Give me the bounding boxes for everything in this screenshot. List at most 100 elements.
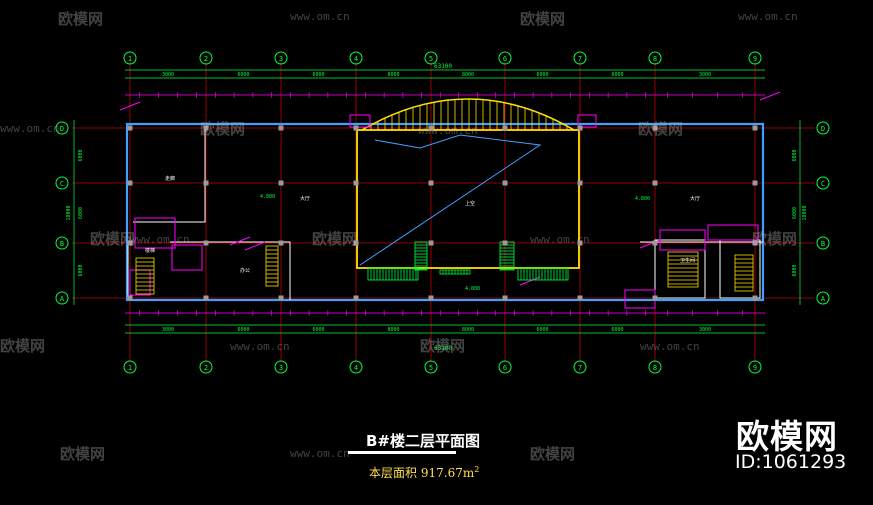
axis-bubble-label: 7 — [578, 55, 582, 63]
axis-bubble — [123, 51, 137, 65]
column-dot — [278, 180, 284, 186]
column-dot — [428, 180, 434, 186]
watermark-url: www.om.cn — [530, 233, 590, 246]
leader-line — [229, 236, 251, 246]
hall-steps — [367, 241, 569, 281]
dimension-value: 6000 — [611, 327, 623, 333]
column-dot — [577, 295, 583, 301]
axis-bubble-label: 5 — [429, 364, 433, 372]
column-dot — [752, 295, 758, 301]
axis-bubble-label: A — [821, 295, 826, 303]
column-dot — [502, 125, 508, 131]
axis-bubble-label: A — [60, 295, 65, 303]
column-dot — [353, 240, 359, 246]
column-dot — [127, 240, 133, 246]
column-dot — [278, 125, 284, 131]
leader-line — [519, 276, 541, 286]
stair-frame — [667, 251, 699, 288]
dimension-value: 6000 — [237, 327, 249, 333]
dimension-value: 6000 — [78, 264, 84, 276]
axis-bubble — [55, 236, 69, 250]
axis-bubble-label: C — [821, 180, 825, 188]
leader-line — [759, 91, 781, 101]
axis-bubble — [816, 176, 830, 190]
room-label: 走廊 — [165, 175, 175, 182]
ramp-line — [359, 134, 542, 266]
watermark-logo: 欧模网 — [312, 230, 358, 248]
leader-line — [244, 241, 266, 251]
column-dot — [127, 125, 133, 131]
watermark-url: www.om.cn — [130, 233, 190, 246]
room-label: 楼梯 — [145, 247, 155, 254]
axis-bubble — [748, 360, 762, 374]
column-dot — [502, 180, 508, 186]
dimension-value: 6000 — [78, 207, 84, 219]
column-dot — [203, 240, 209, 246]
room-label: 卫生间 — [680, 257, 695, 264]
axis-bubble — [123, 360, 137, 374]
detail-block — [577, 114, 597, 128]
watermark-logo: 欧模网 — [200, 120, 246, 138]
column-dot — [577, 180, 583, 186]
elevation-label: 4.800 — [635, 196, 650, 202]
elevation-label: 4.800 — [260, 194, 275, 200]
axis-bubble — [573, 51, 587, 65]
floor-area-unit: 2 — [474, 465, 480, 474]
dimension-value: 6000 — [792, 207, 798, 219]
axis-bubble — [55, 176, 69, 190]
axis-bubble — [199, 51, 213, 65]
floor-area-label: 本层面积 — [369, 466, 418, 480]
column-dot — [353, 125, 359, 131]
dimension-lines: 6310063100300030006000600060006000800080… — [66, 63, 808, 352]
dimension-value: 8000 — [462, 72, 474, 78]
column-dot — [278, 295, 284, 301]
axis-bubble — [816, 291, 830, 305]
axis-bubble — [274, 51, 288, 65]
column-dot — [652, 240, 658, 246]
axis-bubble — [648, 360, 662, 374]
axis-bubble-label: 1 — [128, 364, 132, 372]
dimension-value: 6000 — [611, 72, 623, 78]
axis-bubble-label: 3 — [279, 55, 283, 63]
dimension-value: 6000 — [312, 72, 324, 78]
axis-bubble-label: D — [821, 125, 825, 133]
axis-bubble — [748, 51, 762, 65]
brand-logo: 欧模网 — [736, 417, 838, 456]
dimension-value: 6000 — [536, 327, 548, 333]
step-frame — [517, 267, 569, 281]
axis-bubble — [424, 360, 438, 374]
room-label: 大厅 — [300, 195, 310, 202]
dimension-value: 6000 — [792, 149, 798, 161]
axis-bubble — [498, 360, 512, 374]
axis-bubble-label: 3 — [279, 364, 283, 372]
column-dot — [203, 125, 209, 131]
axis-bubble-label: B — [60, 240, 64, 248]
detail-block — [349, 114, 371, 128]
dimension-total: 63100 — [434, 63, 452, 70]
detail-block — [707, 224, 759, 241]
column-dot — [278, 240, 284, 246]
axis-bubble — [498, 51, 512, 65]
structural-columns — [127, 125, 758, 301]
axis-bubble-label: 7 — [578, 364, 582, 372]
title-underline — [348, 451, 456, 454]
column-dot — [577, 125, 583, 131]
dimension-value: 3000 — [699, 327, 711, 333]
watermark-url: www.om.cn — [418, 124, 478, 137]
brand-id: ID:1061293 — [735, 451, 847, 473]
column-dot — [428, 295, 434, 301]
axis-bubble-label: 8 — [653, 364, 657, 372]
room-label: 办公 — [240, 267, 250, 274]
watermark-url: www.om.cn — [230, 340, 290, 353]
axis-bubble — [349, 360, 363, 374]
watermark-url: www.om.cn — [0, 122, 60, 135]
dimension-value: 3000 — [699, 72, 711, 78]
dimension-total: 18000 — [802, 205, 808, 220]
watermark-logo: 欧模网 — [420, 337, 466, 355]
watermark-logo: 欧模网 — [638, 120, 684, 138]
dimension-value: 6000 — [312, 327, 324, 333]
step-frame — [367, 267, 419, 281]
drawing-title: B#楼二层平面图 — [366, 432, 481, 450]
